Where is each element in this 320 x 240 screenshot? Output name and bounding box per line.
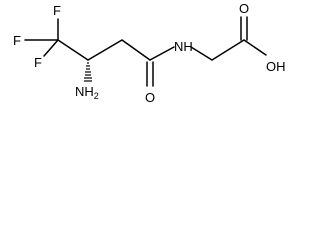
bond-ch-ch2	[87, 39, 123, 61]
atom-hydroxyl: OH	[266, 59, 286, 74]
atom-fluorine-top: F	[53, 3, 61, 18]
bond-c-f3	[43, 39, 59, 57]
atom-fluorine-bottom: F	[34, 55, 42, 70]
atom-fluorine-left: F	[13, 33, 21, 48]
bond-cf3-ch	[57, 39, 89, 61]
atom-amine-label: NH	[75, 84, 94, 99]
atom-amide-oxygen: O	[145, 90, 155, 105]
stereo-hash-bond	[84, 62, 92, 82]
atom-amine-subscript: 2	[94, 91, 99, 101]
atom-acid-oxygen: O	[239, 1, 249, 16]
atom-amide-nitrogen: NH	[174, 39, 193, 54]
bond-co-n	[149, 46, 175, 61]
atom-amine: NH2	[75, 84, 99, 101]
bond-group	[24, 16, 267, 87]
bond-c-oh	[243, 39, 267, 56]
bond-n-ch2	[190, 46, 213, 61]
bond-ch2-cooh	[211, 39, 245, 61]
structure-diagram: F F F NH2 O NH O OH	[13, 1, 286, 105]
bond-ch2-co	[121, 39, 151, 61]
atom-labels: F F F NH2 O NH O OH	[13, 1, 286, 105]
